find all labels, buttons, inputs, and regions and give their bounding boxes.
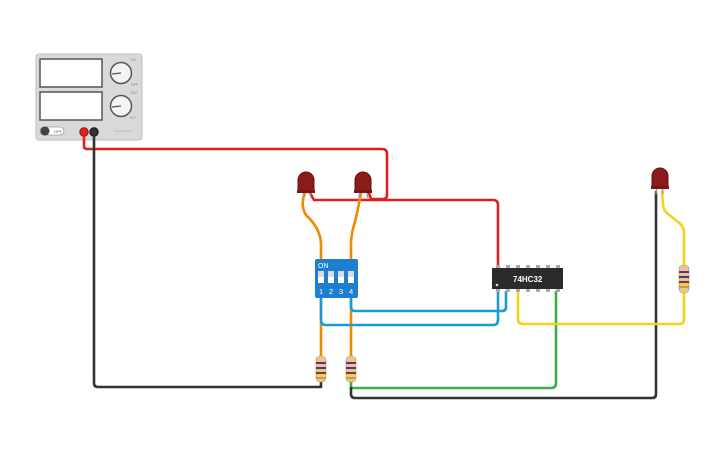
current-display <box>39 91 103 121</box>
knob1-label-bottom: OFF <box>131 83 138 87</box>
knob2-label-bottom: FLT <box>130 116 137 120</box>
wire-yellow-led3[interactable] <box>660 190 686 266</box>
led-2[interactable] <box>354 171 372 199</box>
resistor-2[interactable] <box>345 355 357 383</box>
wire-orange-1[interactable] <box>301 191 323 264</box>
wire-green-ground[interactable] <box>349 290 558 390</box>
chip-label: 74HC32 <box>513 275 543 284</box>
wire-red-supply[interactable] <box>82 130 389 201</box>
dip-on-label: ON <box>318 263 329 270</box>
resistor-3[interactable] <box>678 264 690 294</box>
knob2-label-top: OCC <box>130 91 138 95</box>
led-3[interactable] <box>651 167 669 195</box>
supply-brand: Power Supply <box>114 129 133 133</box>
dip-number-4: 4 <box>349 287 353 296</box>
wire-black-ground[interactable] <box>92 130 323 389</box>
wires <box>82 130 686 400</box>
voltage-display <box>39 58 103 88</box>
dip-number-1: 1 <box>319 287 323 296</box>
wire-blue-1[interactable] <box>319 290 500 327</box>
knob1-label-top: CV <box>131 58 137 62</box>
chip-74hc32[interactable]: 74HC32 <box>492 265 563 292</box>
dip-switch[interactable]: ON 1 2 3 4 <box>315 259 358 298</box>
wire-orange-2[interactable] <box>349 191 363 264</box>
led-1[interactable] <box>297 171 315 199</box>
dip-number-3: 3 <box>339 287 343 296</box>
wire-blue-2[interactable] <box>349 290 508 313</box>
power-toggle-label: OFF <box>54 129 63 134</box>
dip-number-2: 2 <box>329 287 333 296</box>
wire-red-chip[interactable] <box>308 191 500 270</box>
wire-yellow-output[interactable] <box>516 290 686 326</box>
power-supply[interactable]: CV OFF OCC FLT OFF Power Supply <box>35 53 143 141</box>
wire-black-led3[interactable] <box>349 190 658 400</box>
resistor-1[interactable] <box>315 355 327 383</box>
